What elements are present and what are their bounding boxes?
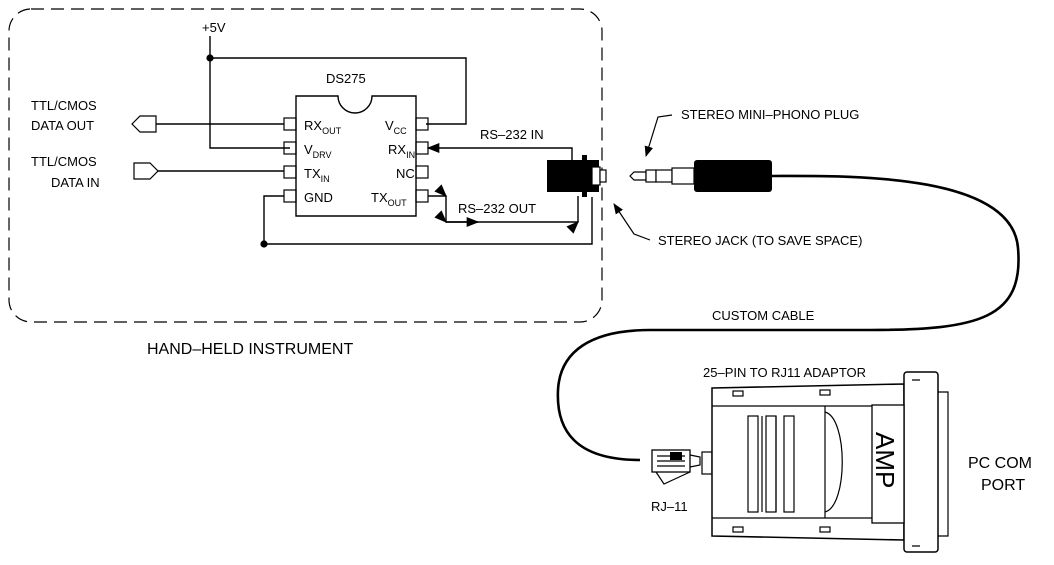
pin-gnd-pad (283, 189, 297, 203)
pin-rx-in-label: RXIN (388, 142, 415, 160)
pc-port-label-line1: PC COM (968, 455, 1032, 472)
chip-name: DS275 (326, 71, 366, 86)
pin-nc-label: NC (396, 166, 415, 181)
instrument-enclosure (8, 8, 603, 323)
pin-rx-out-label: RXOUT (304, 118, 342, 136)
adaptor-label: 25–PIN TO RJ11 ADAPTOR (703, 365, 866, 380)
stereo-plug (629, 160, 772, 192)
pin-v-cc-pad (415, 117, 429, 131)
supply-label: +5V (202, 20, 226, 35)
rj11-label: RJ–11 (651, 499, 688, 514)
data-in-label-line1: TTL/CMOS (31, 154, 97, 169)
pin-v-drv-pad (283, 141, 297, 155)
data-out-label-line1: TTL/CMOS (31, 98, 97, 113)
pc-port-label-line2: PORT (981, 477, 1025, 494)
pin-v-drv-label: VDRV (304, 142, 332, 160)
pin-tx-out-pad (415, 189, 429, 203)
stereo-jack (547, 155, 607, 197)
plug-callout-label: STEREO MINI–PHONO PLUG (681, 107, 859, 122)
rj11-plug (651, 449, 701, 485)
gnd-node-dot (260, 240, 268, 248)
pin-tx-out-label: TXOUT (371, 190, 407, 208)
pin-rx-out-pad (283, 117, 297, 131)
pin-tx-in-pad (283, 165, 297, 179)
data-in-port-symbol (133, 162, 159, 180)
data-out-port-symbol (131, 115, 157, 133)
pin-tx-in-label: TXIN (304, 166, 330, 184)
data-in-label-line2: DATA IN (51, 175, 100, 190)
amp-logo: AMP (870, 432, 900, 488)
jack-callout-line (613, 203, 651, 241)
pin-nc-pad (415, 165, 429, 179)
cable-label: CUSTOM CABLE (712, 308, 815, 323)
vcc-supply-wire (210, 57, 467, 125)
enclosure-label: HAND–HELD INSTRUMENT (147, 341, 353, 358)
plug-callout-line (644, 114, 673, 158)
rs232-in-label: RS–232 IN (480, 127, 544, 142)
custom-cable (556, 174, 1020, 462)
rj11-adaptor (701, 371, 949, 553)
pin-rx-in-pad (415, 141, 429, 155)
pin-v-cc-label: VCC (385, 118, 407, 136)
jack-callout-label: STEREO JACK (TO SAVE SPACE) (658, 233, 862, 248)
rs232-in-wire (426, 142, 573, 160)
vdrv-supply-wire (209, 58, 290, 149)
rs232-out-label: RS–232 OUT (458, 201, 536, 216)
pin-gnd-label: GND (304, 190, 333, 205)
data-out-label-line2: DATA OUT (31, 118, 94, 133)
ds275-chip-body (295, 95, 417, 217)
